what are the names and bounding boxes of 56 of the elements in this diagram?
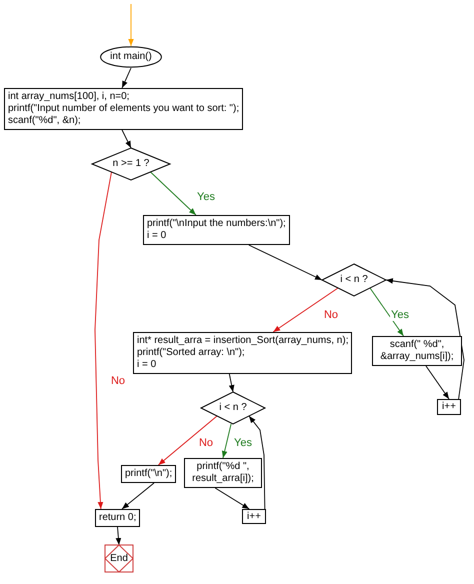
process-box — [143, 215, 290, 245]
condition-text: i < n ? — [340, 274, 368, 286]
code-line: i++ — [442, 401, 456, 413]
code-line: scanf(" %d", &array_nums[i]); — [379, 339, 455, 363]
code-line: return 0; — [99, 512, 136, 524]
flow-arrow — [426, 366, 450, 400]
decision-diamond — [322, 264, 386, 296]
code-line: i = 0 — [137, 359, 158, 371]
edge-label: Yes — [390, 309, 410, 321]
condition-text: i < n ? — [219, 402, 247, 414]
flow-arrow — [386, 278, 464, 400]
code-line: printf("\n"); — [125, 468, 172, 480]
edge-label: No — [322, 309, 340, 321]
flow-arrow — [228, 374, 234, 392]
code-line: i++ — [247, 510, 261, 522]
flow-arrow — [272, 288, 338, 332]
decision-diamond — [92, 148, 170, 180]
code-line: int array_nums[100], i, n=0; — [8, 91, 130, 103]
flow-arrow — [128, 4, 134, 46]
process-box — [95, 509, 140, 527]
flow-arrow — [248, 416, 266, 510]
edge-label: No — [198, 437, 214, 449]
flow-arrow — [370, 288, 404, 336]
code-line: i = 0 — [147, 230, 168, 242]
flow-arrow — [94, 172, 112, 510]
code-line: printf("%d ", result_arra[i]); — [191, 461, 255, 485]
flow-arrow — [248, 244, 322, 280]
process-box — [4, 88, 244, 130]
code-line: scanf("%d", &n); — [8, 115, 82, 127]
edge-label: Yes — [196, 191, 216, 203]
process-box — [242, 509, 266, 524]
edge-label: No — [110, 375, 126, 387]
flow-arrow — [122, 130, 132, 148]
start-ellipse — [100, 46, 162, 68]
process-box — [184, 458, 262, 488]
end-terminal — [105, 545, 133, 572]
process-box — [121, 465, 176, 483]
code-line: printf("\nInput the numbers:\n"); — [147, 218, 286, 230]
flow-arrow — [150, 172, 196, 216]
start-text: int main() — [110, 51, 152, 63]
code-line: printf("Sorted array: \n"); — [137, 347, 246, 359]
flow-arrow — [122, 482, 154, 510]
process-box — [437, 399, 461, 415]
flow-arrow — [158, 416, 218, 466]
code-line: int* result_arra = insertion_Sort(array_nums, n); — [137, 335, 348, 347]
process-box — [372, 336, 462, 366]
end-text: End — [110, 552, 128, 564]
flow-arrow — [116, 526, 122, 546]
code-line: printf("Input number of elements you want to sort: "); — [8, 103, 240, 115]
flow-arrow — [214, 488, 250, 510]
edge-label: Yes — [233, 437, 253, 449]
flow-arrow — [222, 424, 232, 458]
process-box — [133, 332, 352, 374]
decision-diamond — [201, 392, 265, 424]
flow-arrow — [122, 68, 132, 88]
condition-text: n >= 1 ? — [112, 158, 150, 170]
